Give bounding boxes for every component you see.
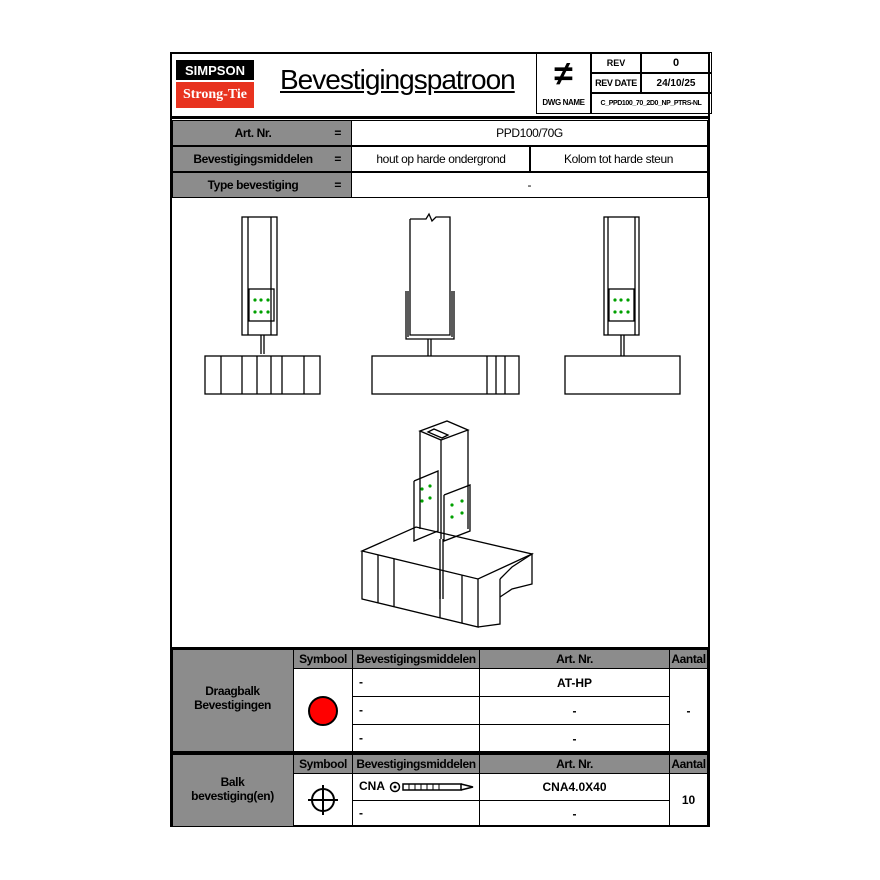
middel-label: Bevestigingsmiddelen: [193, 152, 313, 166]
type-label: Type bevestiging: [207, 178, 299, 192]
table1-header-artnr: Art. Nr.: [479, 649, 670, 669]
divider: [172, 116, 708, 119]
table2-row2-middel: -: [352, 800, 480, 827]
table2-row1-middel: CNA: [359, 779, 385, 793]
not-equal-box: ≠ DWG NAME: [536, 52, 592, 114]
divider: [172, 751, 708, 754]
front-view-left: [204, 216, 321, 395]
table2-header-middel: Bevestigingsmiddelen: [352, 754, 480, 774]
table1-label-line1: Draagbalk: [205, 684, 260, 698]
table1-row2-artnr: -: [479, 696, 670, 725]
table1-row3-middel: -: [352, 724, 480, 753]
middel-value-2: Kolom tot harde steun: [529, 146, 708, 172]
table2-header-aantal: Aantal: [669, 754, 708, 774]
logo-line1: SIMPSON: [185, 62, 245, 78]
table2-row1-artnr: CNA4.0X40: [479, 773, 670, 801]
table2-header-artnr: Art. Nr.: [479, 754, 670, 774]
table1-label-line2: Bevestigingen: [194, 698, 271, 712]
table1-label-cell: Draagbalk Bevestigingen: [172, 649, 294, 753]
art-nr-label-cell: Art. Nr. =: [172, 120, 352, 146]
table1-header-aantal: Aantal: [669, 649, 708, 669]
dwg-name-label: DWG NAME: [542, 97, 585, 107]
table2-symbol-cell: [293, 773, 353, 827]
art-nr-value: PPD100/70G: [351, 120, 708, 146]
equals-sign: =: [334, 178, 341, 192]
table1-aantal: -: [669, 668, 708, 753]
rev-date-label: REV DATE: [590, 72, 642, 94]
table1-row3-artnr: -: [479, 724, 670, 753]
table2-header-symbool: Symbool: [293, 754, 353, 774]
table2-label-cell: Balk bevestiging(en): [172, 754, 294, 827]
middel-label-cell: Bevestigingsmiddelen =: [172, 146, 352, 172]
drawing-sheet: SIMPSON Strong-Tie Bevestigingspatroon ≠…: [170, 52, 712, 827]
screw-icon: [389, 781, 474, 793]
red-circle-icon: [308, 695, 338, 726]
table2-row1-middel-cell: CNA: [352, 773, 480, 801]
technical-drawing: [204, 212, 681, 628]
table1-row2-middel: -: [352, 696, 480, 725]
logo-simpson: SIMPSON: [176, 60, 254, 80]
not-equal-icon: ≠: [554, 54, 573, 93]
front-view-right: [564, 216, 681, 395]
table1-header-middel: Bevestigingsmiddelen: [352, 649, 480, 669]
dwg-name-value: C_PPD100_70_2D0_NP_PTRS-NL: [590, 92, 712, 114]
table1-row1-middel: -: [352, 668, 480, 697]
rev-label: REV: [590, 52, 642, 74]
art-nr-label: Art. Nr.: [234, 126, 272, 140]
divider: [172, 647, 708, 649]
logo-strongtie: Strong-Tie: [176, 82, 254, 108]
table2-aantal: 10: [669, 773, 708, 827]
side-view-middle: [371, 212, 520, 395]
logo-line2: Strong-Tie: [182, 87, 248, 102]
middel-value-1: hout op harde ondergrond: [351, 146, 531, 172]
rev-date-value: 24/10/25: [640, 72, 712, 94]
page-title: Bevestigingspatroon: [280, 64, 516, 95]
equals-sign: =: [334, 152, 341, 166]
table1-symbol-cell: [293, 668, 353, 753]
table1-header-symbool: Symbool: [293, 649, 353, 669]
rev-value: 0: [640, 52, 712, 74]
type-label-cell: Type bevestiging =: [172, 172, 352, 198]
table2-row2-artnr: -: [479, 800, 670, 827]
table2-label-line1: Balk: [220, 775, 245, 789]
table1-label: Draagbalk Bevestigingen: [173, 684, 292, 712]
equals-sign: =: [334, 126, 341, 140]
screw-markers: [253, 298, 630, 519]
isometric-view: [359, 420, 534, 628]
table2-label: Balk bevestiging(en): [173, 775, 292, 803]
table1-row1-artnr: AT-HP: [479, 668, 670, 697]
table2-label-line2: bevestiging(en): [191, 789, 274, 803]
crosshair-circle-icon: [308, 785, 338, 815]
type-value: -: [351, 172, 708, 198]
